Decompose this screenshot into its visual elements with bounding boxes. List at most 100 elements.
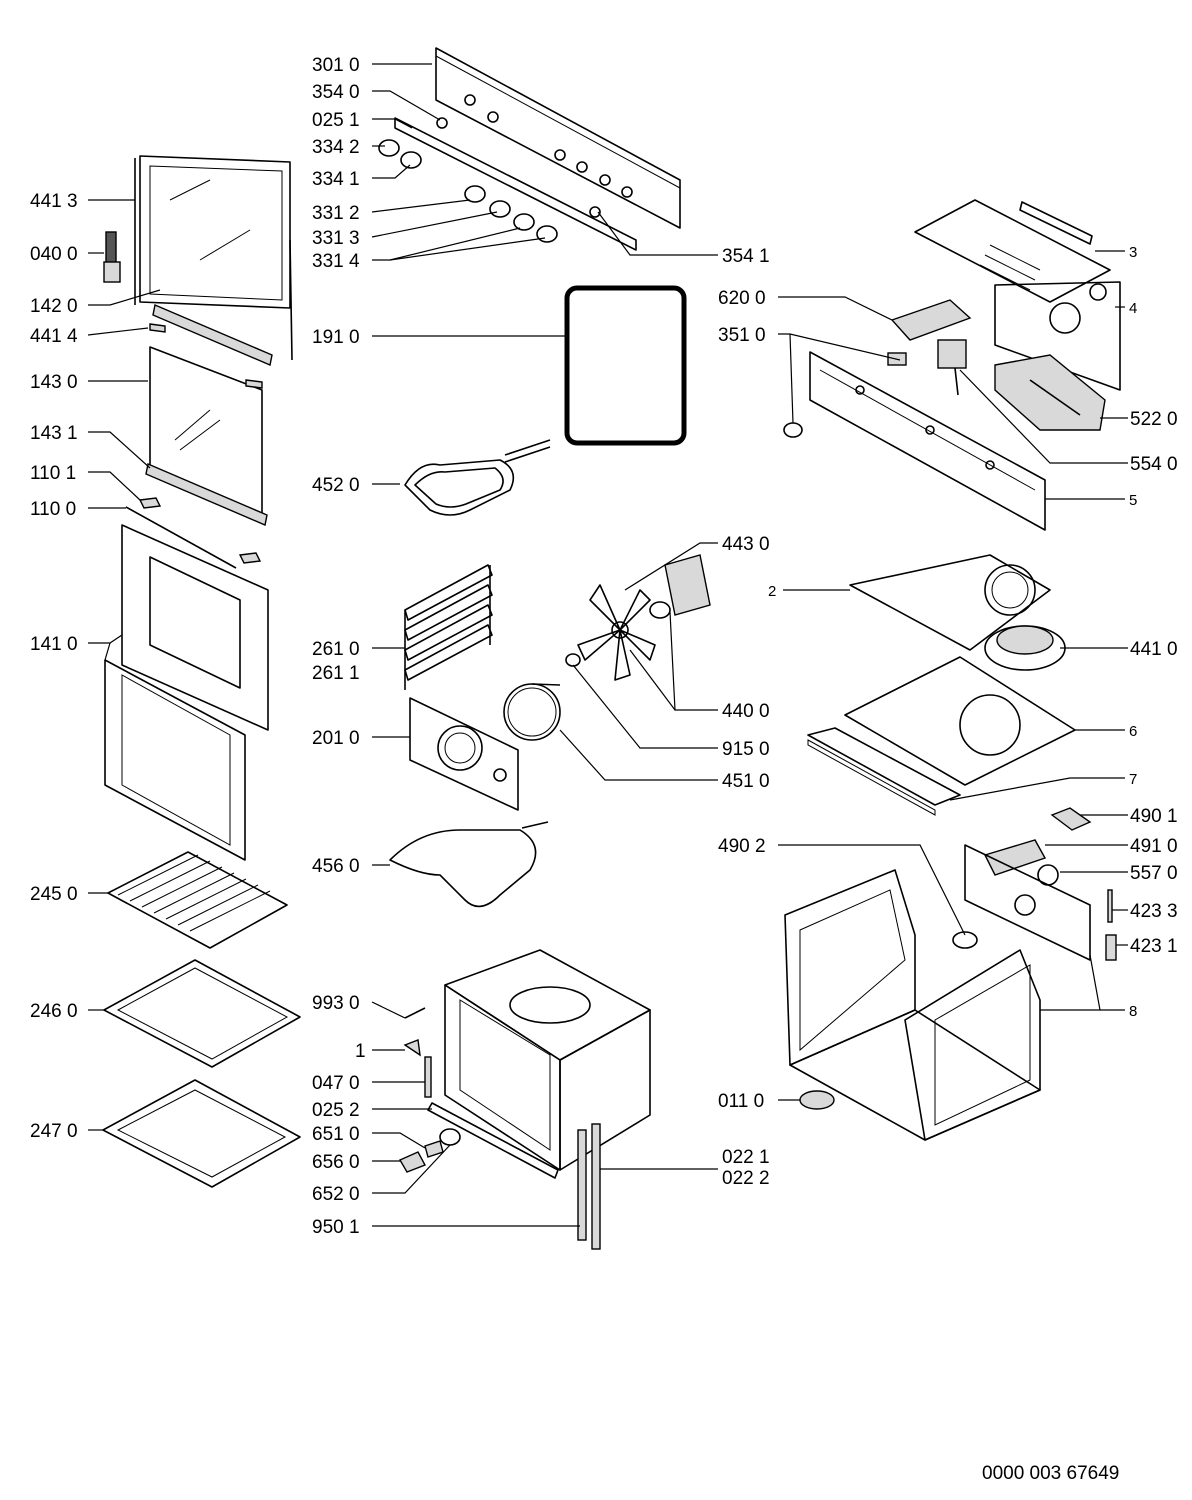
top-heating-element: [404, 439, 551, 516]
door-hinge: [103, 231, 121, 283]
label-490-2: 490 2: [718, 836, 766, 857]
oven-top-panel: [849, 554, 1051, 651]
door-seal-frame: [104, 659, 246, 861]
label-201-0: 201 0: [312, 728, 360, 749]
programmer-module: [890, 299, 972, 341]
label-441-4: 441 4: [30, 326, 78, 347]
label-7: 7: [1129, 771, 1137, 788]
label-451-0: 451 0: [722, 771, 770, 792]
label-651-0: 651 0: [312, 1124, 360, 1145]
label-331-4: 331 4: [312, 251, 360, 272]
label-441-3: 441 3: [30, 191, 78, 212]
label-022-2: 022 2: [722, 1168, 770, 1189]
label-245-0: 245 0: [30, 884, 78, 905]
door-spacers: [125, 497, 262, 569]
oven-door-gasket: [564, 285, 687, 446]
door-vent-strip: [152, 304, 273, 366]
rear-panel-cover: [994, 281, 1121, 391]
label-490-1: 490 1: [1130, 806, 1178, 827]
leader-lines: [87, 63, 1128, 1227]
label-354-1: 354 1: [722, 246, 770, 267]
label-441-0: 441 0: [1130, 639, 1178, 660]
small-side-parts: [1105, 889, 1117, 961]
label-950-1: 950 1: [312, 1217, 360, 1238]
label-452-0: 452 0: [312, 475, 360, 496]
drip-pan: [102, 1079, 301, 1188]
label-301-0: 301 0: [312, 55, 360, 76]
outer-casing: [784, 869, 1041, 1141]
rear-fan-cover: [409, 697, 519, 811]
label-025-2: 025 2: [312, 1100, 360, 1121]
label-620-0: 620 0: [718, 288, 766, 309]
label-354-0: 354 0: [312, 82, 360, 103]
label-522-0: 522 0: [1130, 409, 1178, 430]
label-423-3: 423 3: [1130, 901, 1178, 922]
cooling-fan: [984, 625, 1066, 671]
circular-heating-element: [503, 683, 561, 741]
oven-cavity: [444, 949, 651, 1171]
label-143-0: 143 0: [30, 372, 78, 393]
label-4: 4: [1129, 300, 1137, 317]
front-control-frame: [809, 351, 1046, 531]
label-142-0: 142 0: [30, 296, 78, 317]
label-040-0: 040 0: [30, 244, 78, 265]
label-191-0: 191 0: [312, 327, 360, 348]
label-351-0: 351 0: [718, 325, 766, 346]
control-knobs: [378, 139, 558, 243]
switch-block: [994, 354, 1106, 431]
top-cover-assembly: [914, 199, 1111, 303]
label-915-0: 915 0: [722, 739, 770, 760]
cavity-small-parts: [403, 1007, 559, 1179]
label-440-0: 440 0: [722, 701, 770, 722]
wire-shelf: [107, 851, 288, 949]
fan-motor: [649, 554, 711, 619]
label-456-0: 456 0: [312, 856, 360, 877]
label-491-0: 491 0: [1130, 836, 1178, 857]
door-frame-outer: [134, 155, 293, 361]
label-5: 5: [1129, 492, 1137, 509]
label-334-2: 334 2: [312, 137, 360, 158]
label-261-0: 261 0: [312, 639, 360, 660]
shelf-supports: [404, 564, 493, 690]
label-3: 3: [1129, 244, 1137, 261]
label-652-0: 652 0: [312, 1184, 360, 1205]
label-656-0: 656 0: [312, 1152, 360, 1173]
control-panel: [435, 47, 681, 229]
thermostat: [783, 339, 967, 438]
label-143-1: 143 1: [30, 423, 78, 444]
label-423-1: 423 1: [1130, 936, 1178, 957]
side-connectors: [984, 807, 1092, 876]
foot: [799, 1090, 835, 1110]
part-labels: 301 0 354 0 025 1 334 2 334 1 331 2 331 …: [30, 55, 1178, 1238]
label-246-0: 246 0: [30, 1001, 78, 1022]
bottom-heating-element: [389, 821, 549, 908]
label-247-0: 247 0: [30, 1121, 78, 1142]
label-022-1: 022 1: [722, 1147, 770, 1168]
label-8: 8: [1129, 1003, 1137, 1020]
door-glass-inner: [149, 323, 263, 518]
control-panel-strip: [394, 117, 637, 251]
insulation-panel: [844, 656, 1076, 786]
door-switch-parts: [399, 1128, 461, 1173]
label-557-0: 557 0: [1130, 863, 1178, 884]
front-strip: [807, 727, 961, 816]
label-331-3: 331 3: [312, 228, 360, 249]
label-6: 6: [1129, 723, 1137, 740]
label-261-1: 261 1: [312, 663, 360, 684]
baking-tray: [103, 959, 301, 1068]
label-331-2: 331 2: [312, 203, 360, 224]
label-1: 1: [355, 1041, 366, 1062]
label-011-0: 011 0: [718, 1091, 764, 1112]
fan-blade: [565, 584, 656, 681]
door-outer-glass: [121, 524, 269, 731]
label-334-1: 334 1: [312, 169, 360, 190]
label-047-0: 047 0: [312, 1073, 360, 1094]
side-rails: [577, 1123, 601, 1250]
label-110-0: 110 0: [30, 499, 76, 520]
label-993-0: 993 0: [312, 993, 360, 1014]
label-025-1: 025 1: [312, 110, 360, 131]
label-554-0: 554 0: [1130, 454, 1178, 475]
document-number: 0000 003 67649: [982, 1463, 1120, 1484]
label-110-1: 110 1: [30, 463, 76, 484]
